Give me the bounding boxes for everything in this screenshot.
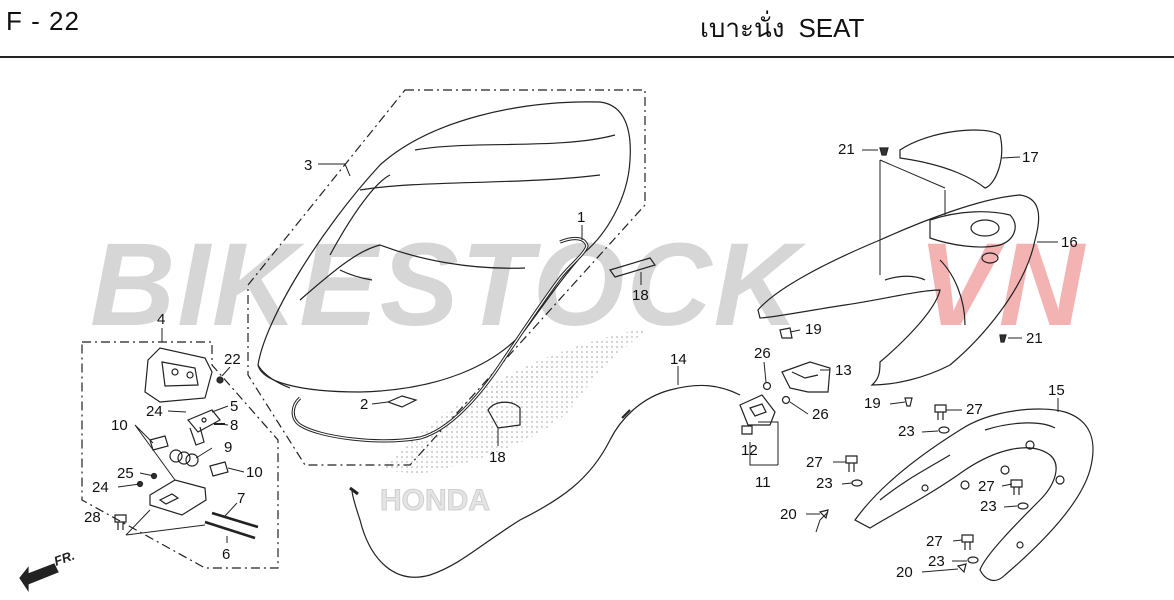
callout-26-lower: 26 bbox=[812, 406, 829, 423]
seat-rubber-seal bbox=[291, 236, 589, 443]
page-header: F - 22 เบาะนั่ง SEAT bbox=[0, 0, 1174, 58]
callout-24-upper: 24 bbox=[146, 403, 163, 420]
callout-14: 14 bbox=[670, 351, 687, 368]
callout-23-c: 23 bbox=[980, 498, 997, 515]
callout-10-left: 10 bbox=[111, 417, 128, 434]
pin-6 bbox=[204, 520, 256, 540]
bracket-arm bbox=[189, 426, 205, 446]
hinge-assembly-boundary bbox=[81, 341, 279, 569]
leader-lines bbox=[117, 149, 1059, 573]
bolt-27-a bbox=[934, 404, 947, 420]
seat-pad-upper bbox=[609, 257, 656, 278]
page-code: F - 22 bbox=[6, 6, 80, 36]
callout-11: 11 bbox=[755, 474, 771, 491]
clip-20-b bbox=[956, 563, 967, 574]
callout-2: 2 bbox=[360, 396, 368, 413]
bracket-5 bbox=[187, 409, 221, 433]
callout-20-a: 20 bbox=[780, 506, 797, 523]
seat-body bbox=[257, 101, 631, 393]
leader-21-upper bbox=[879, 159, 946, 275]
callout-8: 8 bbox=[230, 417, 238, 434]
spring-12 bbox=[741, 425, 753, 435]
grab-rail-pad-17 bbox=[899, 129, 1003, 189]
watermark: BIKESTOCK VN bbox=[90, 219, 1087, 351]
nut-22 bbox=[216, 376, 224, 384]
collar-10-right bbox=[209, 461, 229, 477]
callout-21-lower: 21 bbox=[1026, 330, 1043, 347]
front-direction-arrow bbox=[19, 563, 59, 592]
callout-23-a: 23 bbox=[898, 423, 915, 440]
honda-wing-logo: HONDA bbox=[380, 328, 650, 518]
rear-frame-15 bbox=[854, 408, 1094, 582]
callout-16: 16 bbox=[1061, 234, 1078, 251]
pin-7 bbox=[211, 511, 259, 529]
title-thai: เบาะนั่ง bbox=[700, 13, 785, 43]
callout-18-upper: 18 bbox=[632, 287, 649, 304]
callout-5: 5 bbox=[230, 398, 238, 415]
callout-23-d: 23 bbox=[928, 553, 945, 570]
front-direction-label: FR. bbox=[52, 548, 77, 569]
callout-4: 4 bbox=[157, 311, 165, 328]
clip-20-a bbox=[818, 509, 829, 520]
callout-10-right: 10 bbox=[246, 464, 263, 481]
callout-23-b: 23 bbox=[816, 475, 833, 492]
callout-20-b: 20 bbox=[896, 564, 913, 581]
callout-13: 13 bbox=[835, 362, 852, 379]
watermark-text-gray: BIKESTOCK bbox=[90, 219, 807, 351]
callout-3: 3 bbox=[304, 157, 312, 174]
hinge-cover bbox=[144, 347, 213, 403]
seat-label-plate bbox=[386, 395, 418, 408]
callout-24-lower: 24 bbox=[92, 479, 109, 496]
bolt-27-d bbox=[961, 534, 974, 550]
seat-lock-11 bbox=[739, 394, 776, 426]
callout-15: 15 bbox=[1048, 382, 1065, 399]
rear-cover-16 bbox=[757, 194, 1040, 386]
seat-assembly-boundary bbox=[247, 89, 646, 466]
bracket-line-11 bbox=[749, 421, 779, 466]
callout-28: 28 bbox=[84, 509, 101, 526]
lock-bracket-13 bbox=[781, 361, 831, 393]
washer-23-a bbox=[938, 426, 950, 434]
callout-12: 12 bbox=[741, 442, 758, 459]
callout-18-lower: 18 bbox=[489, 449, 506, 466]
callout-27-d: 27 bbox=[926, 533, 943, 550]
callout-22: 22 bbox=[224, 351, 241, 368]
spring-9 bbox=[169, 449, 199, 467]
callout-17: 17 bbox=[1022, 149, 1039, 166]
callout-27-a: 27 bbox=[966, 401, 983, 418]
bolt-27-b bbox=[845, 455, 858, 472]
page-title: เบาะนั่ง SEAT bbox=[700, 8, 864, 49]
seat-pad-lower bbox=[487, 401, 521, 429]
callout-21-upper: 21 bbox=[838, 141, 855, 158]
callout-6: 6 bbox=[222, 546, 230, 563]
collar-10-left bbox=[149, 435, 169, 451]
callout-27-b: 27 bbox=[806, 454, 823, 471]
callout-7: 7 bbox=[237, 490, 245, 507]
honda-brand-text: HONDA bbox=[380, 484, 490, 517]
bolt-27-c bbox=[1010, 479, 1023, 495]
callout-9: 9 bbox=[224, 439, 232, 456]
title-english: SEAT bbox=[798, 13, 865, 43]
callout-25: 25 bbox=[117, 465, 134, 482]
callout-1: 1 bbox=[577, 209, 585, 226]
washer-23-d bbox=[967, 556, 979, 564]
callout-19-upper: 19 bbox=[805, 321, 822, 338]
clip-19-upper bbox=[779, 327, 793, 339]
bolt-28 bbox=[114, 514, 127, 530]
seat-lock-cable bbox=[351, 384, 741, 578]
callout-26-upper: 26 bbox=[754, 345, 771, 362]
callout-labels: 3 1 2 18 18 4 22 24 5 8 10 9 10 25 24 7 … bbox=[52, 141, 1078, 581]
callout-19-lower: 19 bbox=[864, 395, 881, 412]
watermark-text-red: VN bbox=[918, 219, 1087, 351]
washer-23-c bbox=[1017, 502, 1029, 510]
callout-27-c: 27 bbox=[978, 478, 995, 495]
washer-23-b bbox=[851, 479, 863, 487]
